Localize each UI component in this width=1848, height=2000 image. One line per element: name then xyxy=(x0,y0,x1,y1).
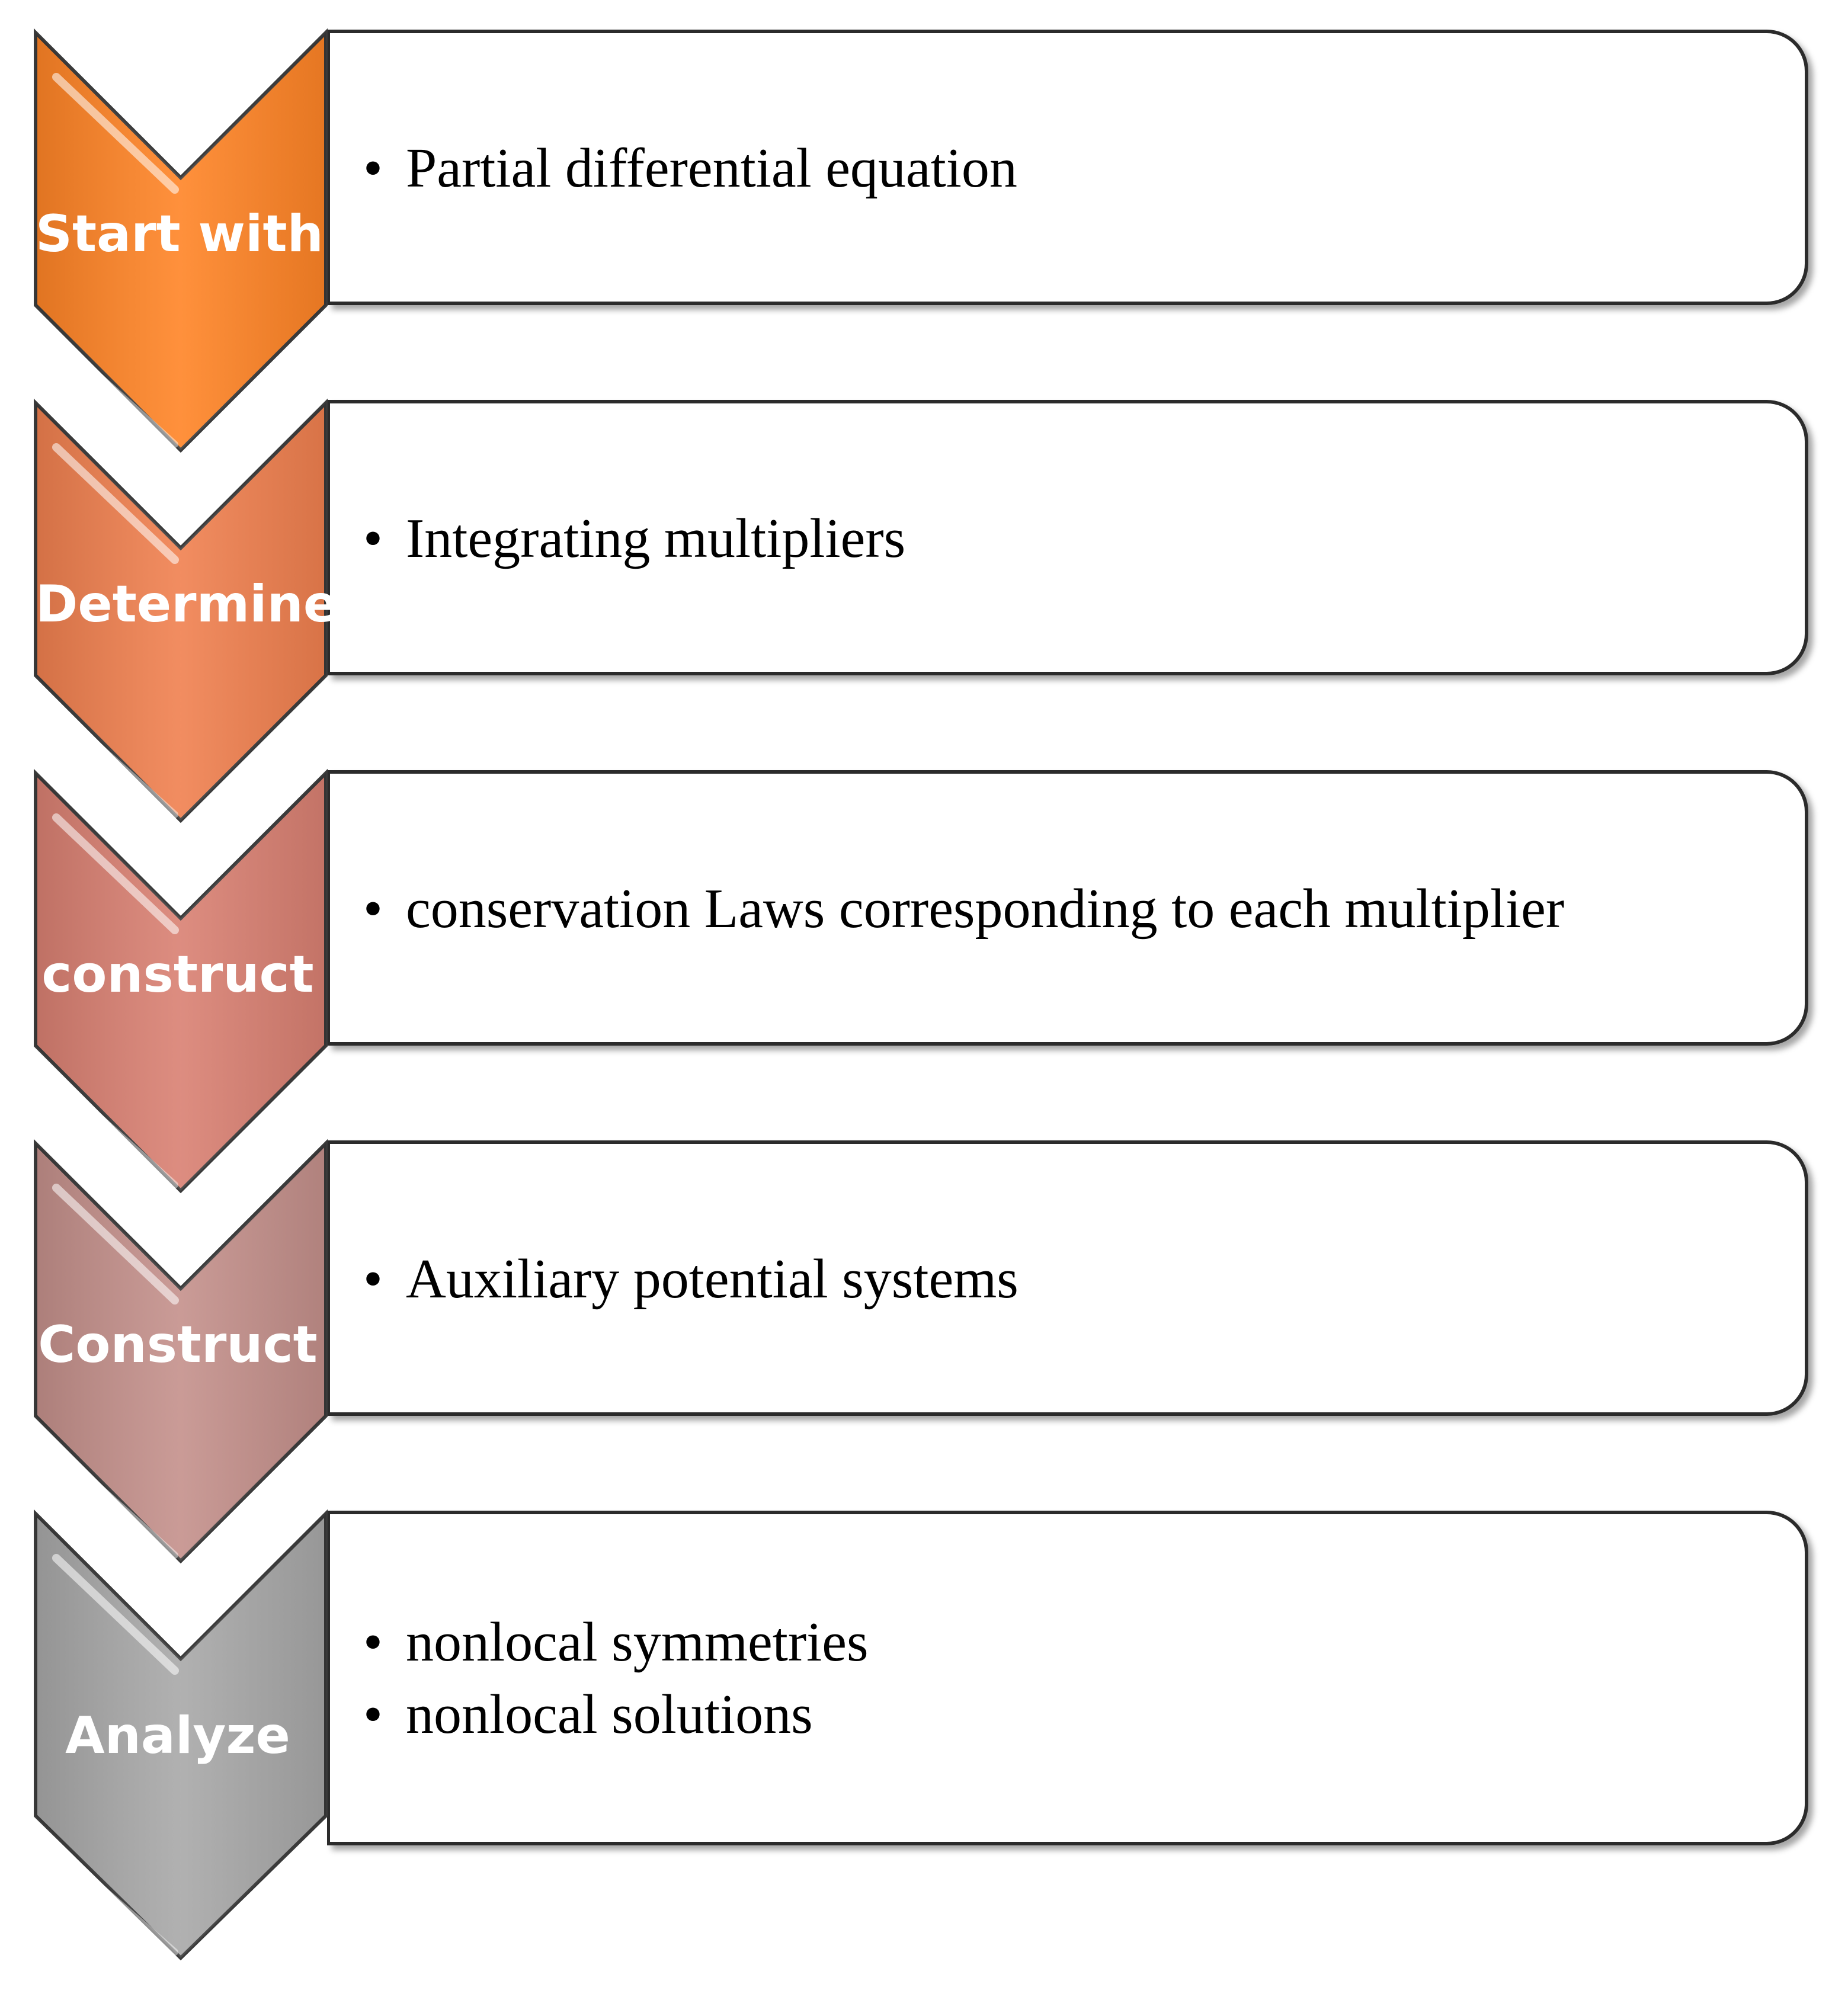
bullet-icon: • xyxy=(363,1248,383,1310)
step-bullet-list: • Integrating multipliers xyxy=(363,502,905,575)
bullet-item: • nonlocal symmetries xyxy=(363,1606,869,1678)
bullet-item: • conservation Laws corresponding to each… xyxy=(363,873,1564,945)
chevron-arrow-icon xyxy=(34,768,328,1194)
bullet-item: • Integrating multipliers xyxy=(363,502,905,575)
bullet-text: Auxiliary potential systems xyxy=(406,1248,1019,1310)
bullet-text: nonlocal symmetries xyxy=(406,1611,869,1673)
step-label: Construct xyxy=(38,1315,318,1374)
bullet-item: • nonlocal solutions xyxy=(363,1678,869,1751)
bullet-text: Partial differential equation xyxy=(406,137,1017,199)
bullet-icon: • xyxy=(363,1684,383,1745)
bullet-icon: • xyxy=(363,1611,383,1673)
step-label: Start with xyxy=(36,204,324,264)
step-label: Determine xyxy=(36,575,338,634)
step-bullet-list: • conservation Laws corresponding to each… xyxy=(363,873,1564,945)
step-bullet-list: • Auxiliary potential systems xyxy=(363,1243,1019,1315)
bullet-text: nonlocal solutions xyxy=(406,1684,813,1745)
bullet-item: • Partial differential equation xyxy=(363,132,1017,204)
step-content-box: • nonlocal symmetries • nonlocal solutions xyxy=(327,1511,1808,1845)
bullet-icon: • xyxy=(363,137,383,199)
step-bullet-list: • nonlocal symmetries • nonlocal solutions xyxy=(363,1606,869,1751)
step-bullet-list: • Partial differential equation xyxy=(363,132,1017,204)
chevron-arrow-icon xyxy=(34,1139,328,1564)
bullet-icon: • xyxy=(363,878,383,940)
step-label: Analyze xyxy=(65,1706,290,1765)
bullet-item: • Auxiliary potential systems xyxy=(363,1243,1019,1315)
step-content-box: • conservation Laws corresponding to each… xyxy=(327,770,1808,1046)
step-content-box: • Partial differential equation xyxy=(327,30,1808,305)
bullet-text: Integrating multipliers xyxy=(406,508,906,569)
step-label: construct xyxy=(41,945,314,1004)
chevron-arrow-icon xyxy=(34,28,328,453)
chevron-arrow-icon xyxy=(34,398,328,823)
bullet-text: conservation Laws corresponding to each … xyxy=(406,878,1565,940)
step-content-box: • Integrating multipliers xyxy=(327,400,1808,675)
chevron-arrow-icon xyxy=(34,1509,328,1961)
step-content-box: • Auxiliary potential systems xyxy=(327,1140,1808,1416)
bullet-icon: • xyxy=(363,508,383,569)
